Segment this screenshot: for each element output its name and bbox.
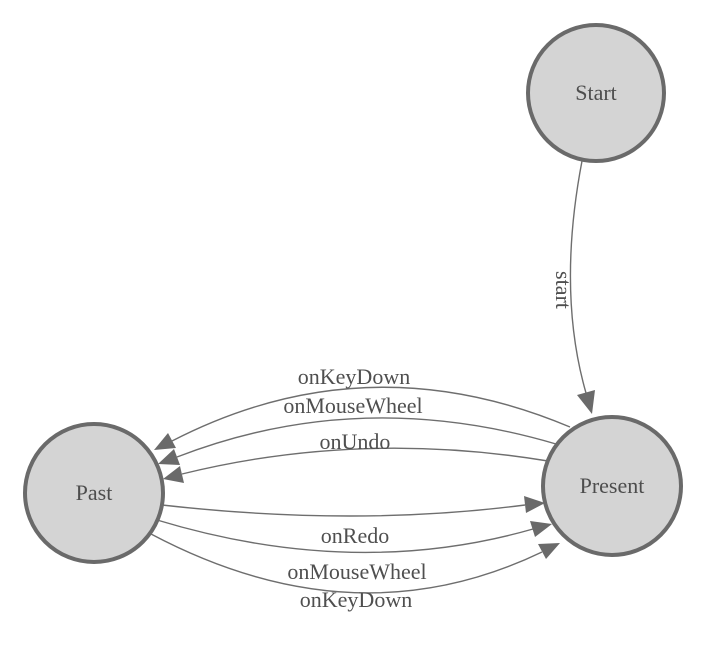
transition-onmousewheel-to-present-line[interactable] (156, 519, 534, 554)
state-present[interactable]: Present (541, 415, 683, 557)
transition-onundo-to-past-arrowhead-icon (163, 466, 184, 483)
transition-onredo-to-present-arrowhead-icon (524, 496, 545, 513)
transition-start: start (551, 160, 595, 414)
transition-onundo-to-past: onUndo (163, 429, 549, 483)
state-start-circle[interactable] (526, 23, 666, 163)
state-past-circle[interactable] (23, 422, 165, 564)
transition-onkeydown-to-past-line[interactable] (171, 386, 571, 442)
transition-onmousewheel-to-present-arrowhead-icon (530, 521, 552, 537)
transition-onkeydown-to-past-arrowhead-icon (154, 433, 176, 450)
state-past[interactable]: Past (23, 422, 165, 564)
transition-onkeydown-to-present: onKeyDown (150, 533, 560, 612)
state-past-label: Past (76, 480, 113, 505)
transition-onmousewheel-to-present-label: onMouseWheel (287, 559, 426, 584)
transition-onkeydown-to-past: onKeyDown (154, 364, 571, 450)
transition-onundo-to-past-line[interactable] (181, 447, 549, 475)
transition-onmousewheel-to-present: onMouseWheel (156, 519, 552, 584)
transition-onkeydown-to-present-label: onKeyDown (300, 587, 412, 612)
transition-onundo-to-past-label: onUndo (320, 429, 391, 454)
transition-onmousewheel-to-past-line[interactable] (176, 417, 557, 458)
transition-start-line[interactable] (569, 160, 587, 394)
transition-start-label: start (551, 271, 576, 309)
transition-onkeydown-to-present-line[interactable] (150, 533, 543, 594)
transition-onmousewheel-to-past-label: onMouseWheel (283, 393, 422, 418)
transition-onredo-to-present: onRedo (161, 496, 545, 548)
transition-onmousewheel-to-past: onMouseWheel (158, 393, 557, 465)
transition-start-arrowhead-icon (577, 390, 595, 414)
transition-onredo-to-present-line[interactable] (161, 504, 526, 517)
state-start-label: Start (575, 80, 617, 105)
state-present-label: Present (580, 473, 645, 498)
transition-onredo-to-present-label: onRedo (321, 523, 389, 548)
transition-onkeydown-to-past-label: onKeyDown (298, 364, 410, 389)
state-start[interactable]: Start (526, 23, 666, 163)
transition-onkeydown-to-present-arrowhead-icon (538, 543, 560, 559)
state-present-circle[interactable] (541, 415, 683, 557)
transition-onmousewheel-to-past-arrowhead-icon (158, 449, 180, 465)
